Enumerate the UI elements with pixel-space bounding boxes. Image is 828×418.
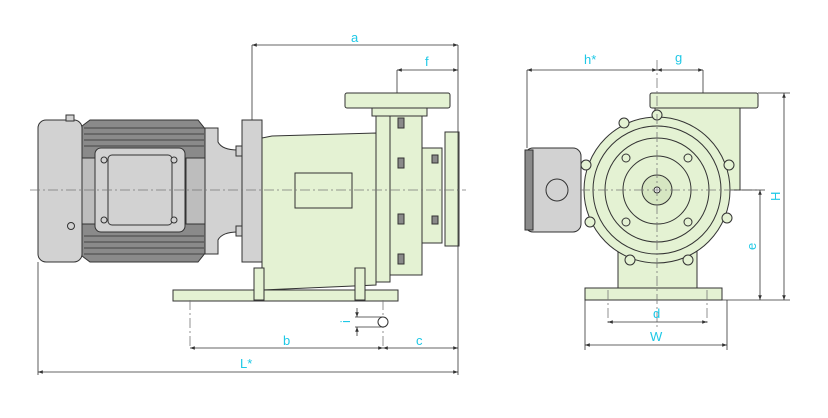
- screw-icon: [100, 156, 108, 164]
- base-plate: [584, 287, 723, 301]
- discharge-flange: [344, 92, 451, 109]
- label-i: i: [338, 320, 353, 323]
- bracket: [261, 132, 377, 291]
- discharge-flange: [649, 92, 759, 109]
- rear-casing: [375, 111, 391, 283]
- label-h: h*: [584, 52, 596, 67]
- casing-bolts: [580, 109, 735, 266]
- label-f: f: [425, 54, 429, 69]
- label-e: e: [744, 243, 759, 250]
- screw-icon: [170, 216, 178, 224]
- cable-gland: [545, 178, 569, 202]
- screw-icon: [100, 216, 108, 224]
- terminal-box-side: [524, 149, 534, 231]
- motor-base-ring: [65, 114, 75, 122]
- bolt-hole: [377, 316, 389, 328]
- foot-right: [354, 267, 366, 301]
- bolt: [235, 145, 243, 157]
- motor-flange: [241, 119, 263, 263]
- base-plate: [172, 289, 399, 302]
- front-view: h* g H e d W: [524, 50, 790, 350]
- label-a: a: [351, 30, 359, 45]
- side-dimensions: a f b c L* i: [37, 30, 459, 375]
- label-c: c: [416, 333, 423, 348]
- label-g: g: [675, 50, 682, 65]
- label-L: L*: [240, 356, 252, 371]
- screw-icon: [170, 156, 178, 164]
- discharge-neck: [371, 107, 428, 117]
- fan-cover: [37, 119, 83, 263]
- front-casing: [389, 114, 423, 276]
- front-dimensions: h* g H e d W: [526, 50, 790, 350]
- label-W: W: [650, 329, 663, 344]
- label-H: H: [768, 192, 783, 201]
- casing-bolts: [397, 117, 439, 265]
- cooling-fins: [84, 127, 204, 255]
- label-d: d: [653, 306, 660, 321]
- bolt: [235, 225, 243, 237]
- nameplate: [294, 172, 353, 209]
- fin-gap-right: [185, 157, 207, 225]
- label-b: b: [283, 333, 290, 348]
- motor: [37, 114, 263, 263]
- foot-left: [253, 267, 265, 301]
- pump: [172, 92, 460, 302]
- ground-screw-icon: [67, 222, 75, 230]
- suction-flange: [444, 131, 460, 247]
- side-view: a f b c L* i: [30, 30, 466, 375]
